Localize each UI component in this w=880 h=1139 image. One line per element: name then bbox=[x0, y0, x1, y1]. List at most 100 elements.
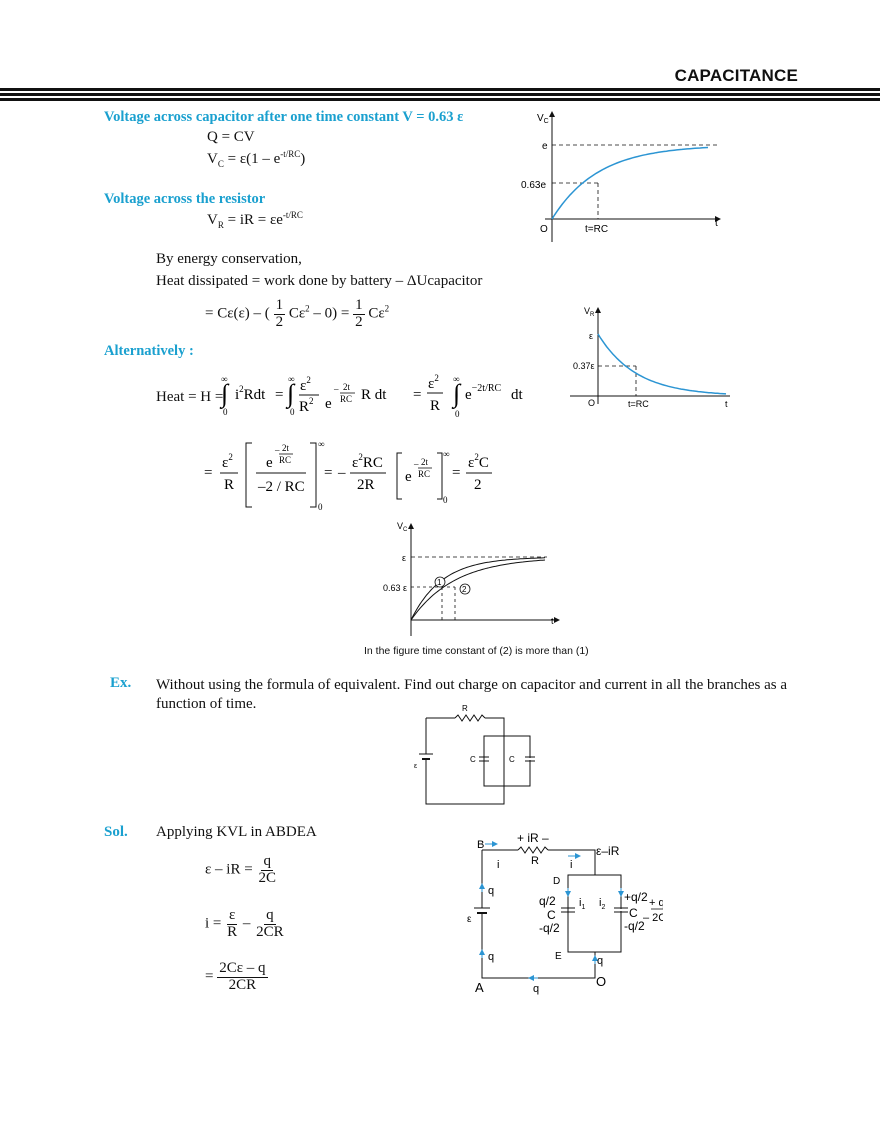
svg-text:–: – bbox=[333, 384, 339, 394]
chapter-title: CAPACITANCE bbox=[674, 66, 798, 85]
svg-text:–: – bbox=[413, 459, 419, 469]
svg-text:e−2t/RC: e−2t/RC bbox=[465, 383, 502, 403]
e-label: e bbox=[542, 141, 548, 152]
svg-text:0: 0 bbox=[455, 409, 460, 419]
svg-text:-q/2: -q/2 bbox=[624, 919, 645, 933]
svg-text:=: = bbox=[413, 387, 421, 403]
mark-label: 0.37ε bbox=[573, 361, 595, 371]
graph-resistor-decay: VR ε 0.37ε O t=RC t bbox=[570, 306, 730, 409]
svg-text:=: = bbox=[452, 465, 460, 481]
resistor-symbol bbox=[517, 846, 549, 854]
heat-label: Heat = H = bbox=[156, 389, 224, 405]
svg-text:–2 / RC: –2 / RC bbox=[257, 479, 305, 495]
svg-text:A: A bbox=[475, 980, 484, 995]
svg-text:e: e bbox=[405, 469, 412, 485]
svg-text:∞: ∞ bbox=[288, 374, 294, 384]
heading-capacitor-voltage: Voltage across capacitor after one time … bbox=[104, 109, 464, 125]
svg-text:E: E bbox=[555, 951, 562, 962]
graph-capacitor-charging: VC e 0.63e O t=RC t bbox=[521, 111, 721, 242]
example-circuit: R C C ε bbox=[414, 704, 535, 805]
solution-text: Applying KVL in ABDEA bbox=[156, 824, 317, 840]
svg-text:VR: VR bbox=[584, 306, 595, 318]
svg-text:q/2: q/2 bbox=[539, 894, 556, 908]
energy-line-1: By energy conservation, bbox=[156, 251, 302, 267]
svg-text:ε: ε bbox=[467, 914, 472, 925]
svg-text:RC: RC bbox=[418, 469, 430, 479]
svg-text:∞: ∞ bbox=[443, 449, 449, 459]
svg-text:∫: ∫ bbox=[285, 379, 296, 409]
svg-text:=: = bbox=[204, 465, 212, 481]
origin-label: O bbox=[588, 398, 595, 408]
svg-text:2R: 2R bbox=[357, 477, 375, 493]
mark-label: 0.63 ε bbox=[383, 583, 407, 593]
heading-alternatively: Alternatively : bbox=[104, 343, 194, 359]
svg-text:q: q bbox=[597, 955, 603, 967]
svg-text:i: i bbox=[497, 859, 499, 871]
example-label: Ex. bbox=[110, 675, 132, 691]
curve-1-label: 1 bbox=[437, 578, 442, 587]
svg-text:C: C bbox=[629, 906, 638, 920]
x-axis-label: t bbox=[551, 616, 554, 626]
svg-text:–: – bbox=[274, 445, 280, 455]
svg-text:∫: ∫ bbox=[451, 379, 462, 409]
svg-text:∫: ∫ bbox=[219, 379, 230, 409]
eps-label: ε bbox=[402, 553, 406, 563]
svg-text:i2: i2 bbox=[599, 897, 605, 911]
svg-text:∞: ∞ bbox=[221, 374, 227, 384]
curve-2-label: 2 bbox=[462, 585, 467, 594]
svg-text:=: = bbox=[275, 387, 283, 403]
example-text: Without using the formula of equivalent.… bbox=[156, 677, 788, 712]
svg-text:O: O bbox=[596, 974, 606, 989]
svg-text:0: 0 bbox=[290, 407, 295, 417]
svg-text:2t: 2t bbox=[421, 457, 429, 467]
svg-text:i: i bbox=[570, 859, 572, 871]
svg-text:ε2: ε2 bbox=[428, 373, 439, 392]
svg-text:R: R bbox=[531, 855, 539, 867]
origin-label: O bbox=[540, 224, 548, 235]
svg-text:dt: dt bbox=[511, 387, 524, 403]
solution-circuit: B + iR – R ε–iR i i D q ε q/2 C -q/2 i1 … bbox=[467, 831, 663, 995]
header-rule bbox=[0, 98, 880, 101]
svg-text:ε–iR: ε–iR bbox=[596, 844, 620, 858]
charging-curve bbox=[551, 146, 709, 220]
graph-caption: In the figure time constant of (2) is mo… bbox=[364, 645, 589, 657]
svg-text:– 2C: – 2C bbox=[643, 912, 663, 924]
svg-text:VC: VC bbox=[397, 521, 408, 533]
svg-text:R2: R2 bbox=[299, 396, 314, 415]
decay-curve bbox=[597, 333, 727, 395]
svg-text:=: = bbox=[324, 465, 332, 481]
tick-label: t=RC bbox=[585, 224, 608, 235]
svg-text:q: q bbox=[533, 983, 539, 995]
svg-text:R: R bbox=[462, 704, 468, 713]
heading-resistor-voltage: Voltage across the resistor bbox=[104, 191, 266, 207]
svg-text:i1: i1 bbox=[579, 897, 585, 911]
svg-text:ε2: ε2 bbox=[222, 452, 233, 471]
svg-text:–: – bbox=[337, 465, 346, 481]
svg-text:B: B bbox=[477, 839, 484, 851]
svg-text:ε2RC: ε2RC bbox=[352, 452, 383, 471]
svg-text:R: R bbox=[224, 477, 234, 493]
svg-text:ε: ε bbox=[414, 763, 417, 770]
heat-result-equation: = ε2 R e – 2t RC –2 / RC ∞ 0 = – ε2RC 2R… bbox=[204, 439, 492, 512]
svg-text:+ q: + q bbox=[649, 897, 663, 909]
curve-2 bbox=[410, 559, 546, 621]
header-rule bbox=[0, 88, 880, 91]
mark-label: 0.63e bbox=[521, 180, 546, 191]
svg-text:R dt: R dt bbox=[361, 387, 387, 403]
svg-text:i2Rdt: i2Rdt bbox=[235, 384, 266, 403]
y-axis-label: VC bbox=[537, 113, 549, 125]
equation-vr: VR = iR = εe-t/RC bbox=[207, 210, 303, 230]
svg-text:-q/2: -q/2 bbox=[539, 921, 560, 935]
svg-text:2t: 2t bbox=[282, 443, 290, 453]
heat-integral-equation: ∞ ∫ 0 i2Rdt = ∞ ∫ 0 ε2 R2 e – 2t RC R dt… bbox=[219, 373, 524, 419]
svg-text:∞: ∞ bbox=[318, 439, 324, 449]
energy-line-2: Heat dissipated = work done by battery –… bbox=[156, 273, 483, 289]
svg-text:RC: RC bbox=[279, 455, 291, 465]
x-axis-label: t bbox=[725, 399, 728, 409]
equation-q-cv: Q = CV bbox=[207, 129, 255, 145]
svg-text:C: C bbox=[547, 908, 556, 922]
svg-text:ε2C: ε2C bbox=[468, 452, 489, 471]
